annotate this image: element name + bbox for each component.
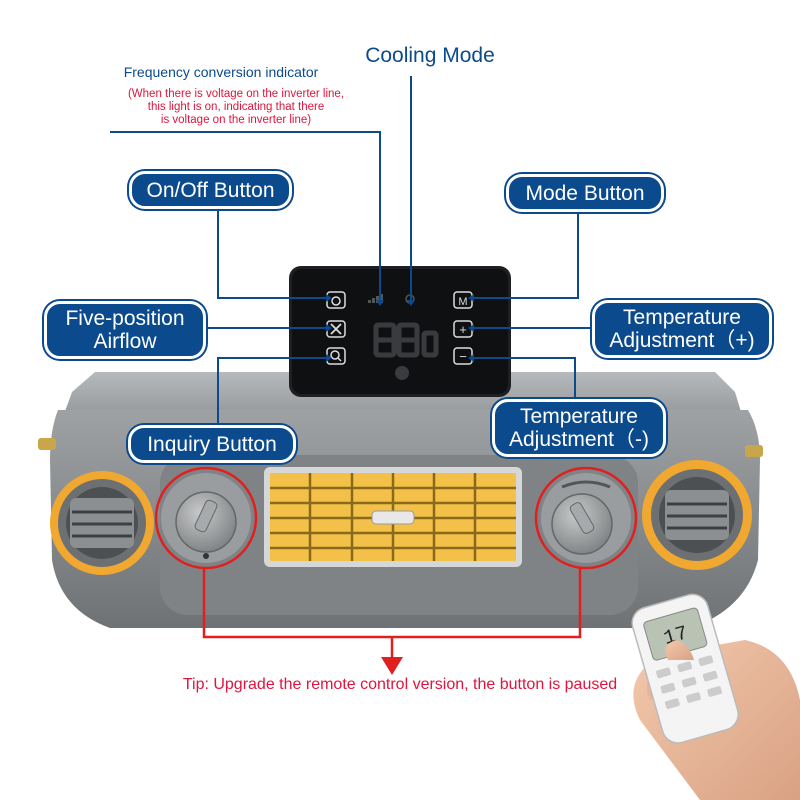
- fan-speed-knob[interactable]: [161, 473, 251, 563]
- remote-receiver: [395, 366, 409, 380]
- left-air-vent: [50, 471, 154, 575]
- inquiry-button-label: Inquiry Button: [128, 425, 296, 463]
- frequency-note-line-1: (When there is voltage on the inverter l…: [127, 88, 345, 100]
- frequency-indicator-note: (When there is voltage on the inverter l…: [96, 88, 376, 127]
- signal-bars-icon: [368, 294, 383, 303]
- frequency-note-line-3: is voltage on the inverter line): [160, 114, 312, 126]
- frequency-note-line-2: this light is on, indicating that there: [147, 101, 325, 113]
- temperature-minus-label: Temperature Adjustment（-): [492, 399, 666, 457]
- five-position-airflow-label: Five-position Airflow: [44, 301, 206, 359]
- right-air-vent: [642, 460, 752, 570]
- remote-tip-text: Tip: Upgrade the remote control version,…: [182, 676, 618, 693]
- leader-arrowheads: [326, 294, 474, 362]
- frequency-indicator-title: Frequency conversion indicator: [123, 64, 319, 80]
- svg-text:M: M: [458, 296, 467, 308]
- temperature-knob[interactable]: [541, 473, 631, 563]
- svg-text:+: +: [459, 322, 467, 337]
- temp-plus-line-1: Temperature: [623, 306, 741, 329]
- cooling-mode-label: Cooling Mode: [365, 44, 495, 67]
- temp-minus-line-2: Adjustment（-): [508, 428, 650, 451]
- right-knob-highlight: [534, 466, 638, 570]
- hand-holding-remote: 17: [631, 593, 800, 800]
- center-grille: [264, 467, 522, 567]
- five-position-line-2: Airflow: [93, 330, 157, 353]
- on-off-button-label: On/Off Button: [129, 171, 292, 209]
- temp-minus-line-1: Temperature: [520, 405, 638, 428]
- tip-arrow-icon: [381, 657, 403, 675]
- leader-lines: [110, 76, 592, 428]
- mode-button-label: Mode Button: [506, 174, 664, 212]
- five-position-line-1: Five-position: [65, 307, 185, 330]
- temp-plus-line-2: Adjustment（+): [609, 329, 755, 352]
- svg-text:−: −: [459, 349, 467, 364]
- control-panel: M + −: [289, 266, 511, 397]
- air-conditioner-unit: [38, 372, 763, 675]
- temperature-plus-label: Temperature Adjustment（+): [592, 300, 772, 358]
- temperature-display: [373, 322, 439, 358]
- left-knob-highlight: [154, 466, 258, 570]
